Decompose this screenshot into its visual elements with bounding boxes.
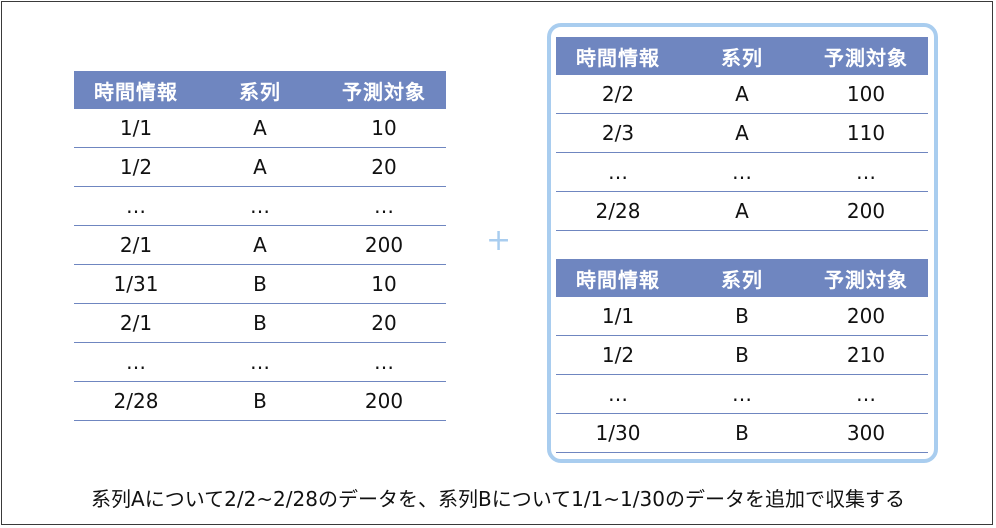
cell-time: 2/2: [556, 75, 680, 114]
cell-time: 2/1: [74, 303, 198, 343]
cell-series: A: [680, 75, 804, 114]
cell-series: A: [198, 147, 322, 187]
cell-series: A: [680, 113, 804, 153]
cell-series: A: [680, 191, 804, 231]
caption: 系列Aについて2/2~2/28のデータを、系列Bについて1/1~1/30のデータ…: [91, 487, 905, 511]
header-row: 時間情報 系列 予測対象: [74, 71, 446, 109]
cell-target: 300: [804, 413, 928, 453]
cell-series: B: [680, 335, 804, 375]
cell-time: …: [556, 152, 680, 192]
header-series: 系列: [680, 37, 804, 75]
table-row: ………: [74, 342, 446, 382]
header-series: 系列: [680, 259, 804, 297]
header-target: 予測対象: [322, 71, 446, 109]
header-time: 時間情報: [556, 259, 680, 297]
cell-target: 10: [322, 264, 446, 304]
cell-target: 200: [804, 191, 928, 231]
cell-target: …: [804, 152, 928, 192]
cell-time: 2/28: [556, 191, 680, 231]
cell-series: B: [680, 297, 804, 336]
cell-series: B: [198, 303, 322, 343]
header-time: 時間情報: [74, 71, 198, 109]
header-time: 時間情報: [556, 37, 680, 75]
additional-data-group: [547, 23, 938, 463]
header-target: 予測対象: [804, 37, 928, 75]
cell-time: 1/30: [556, 413, 680, 453]
cell-time: …: [74, 342, 198, 382]
cell-time: 1/31: [74, 264, 198, 304]
cell-series: B: [198, 381, 322, 421]
header-series: 系列: [198, 71, 322, 109]
cell-target: 10: [322, 109, 446, 148]
header-row: 時間情報 系列 予測対象: [556, 37, 928, 75]
cell-target: 110: [804, 113, 928, 153]
cell-time: 1/1: [556, 297, 680, 336]
cell-series: A: [198, 109, 322, 148]
cell-series: A: [198, 225, 322, 265]
cell-time: 1/2: [74, 147, 198, 187]
cell-series: B: [198, 264, 322, 304]
cell-target: 20: [322, 303, 446, 343]
cell-target: 20: [322, 147, 446, 187]
cell-target: …: [322, 342, 446, 382]
cell-series: B: [680, 413, 804, 453]
cell-time: 2/3: [556, 113, 680, 153]
cell-time: …: [74, 186, 198, 226]
cell-target: 200: [804, 297, 928, 336]
cell-target: …: [804, 374, 928, 414]
plus-icon: +: [486, 223, 512, 258]
cell-time: …: [556, 374, 680, 414]
header-target: 予測対象: [804, 259, 928, 297]
cell-target: …: [322, 186, 446, 226]
cell-time: 1/1: [74, 109, 198, 148]
table-row: ………: [556, 374, 928, 414]
cell-target: 210: [804, 335, 928, 375]
cell-target: 200: [322, 381, 446, 421]
cell-series: …: [680, 152, 804, 192]
cell-target: 100: [804, 75, 928, 114]
cell-time: 2/1: [74, 225, 198, 265]
cell-series: …: [680, 374, 804, 414]
table-row: ………: [74, 186, 446, 226]
cell-series: …: [198, 186, 322, 226]
cell-time: 1/2: [556, 335, 680, 375]
cell-target: 200: [322, 225, 446, 265]
table-row: ………: [556, 152, 928, 192]
cell-time: 2/28: [74, 381, 198, 421]
header-row: 時間情報 系列 予測対象: [556, 259, 928, 297]
cell-series: …: [198, 342, 322, 382]
